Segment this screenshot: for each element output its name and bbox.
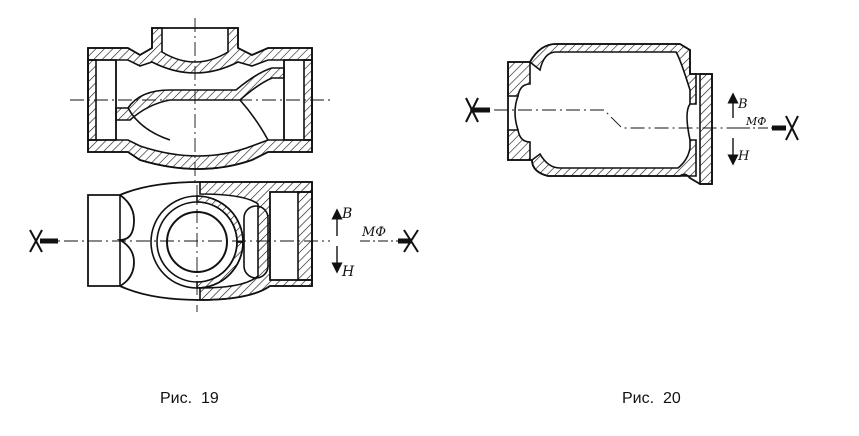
figure-19-drawing xyxy=(29,18,419,312)
figure-20-caption: Рис. 20 xyxy=(622,390,681,407)
fig19-right-parting-mark xyxy=(360,229,419,253)
figure-20-drawing xyxy=(465,43,799,185)
fig19-front-section xyxy=(70,18,330,185)
fig19-label-top: В xyxy=(341,206,352,222)
fig20-label-side: МФ xyxy=(745,115,766,128)
fig20-left-parting-mark xyxy=(465,97,490,123)
fig19-left-parting-mark xyxy=(29,229,58,253)
fig19-plan-view xyxy=(40,181,330,312)
fig19-label-bottom: Н xyxy=(341,264,355,280)
figure-19-caption: Рис. 19 xyxy=(160,390,219,407)
fig19-label-side: МФ xyxy=(361,225,386,240)
fig20-label-top: В xyxy=(737,97,748,112)
fig20-label-bottom: Н xyxy=(737,149,750,164)
fig20-right-parting-mark xyxy=(740,115,799,141)
